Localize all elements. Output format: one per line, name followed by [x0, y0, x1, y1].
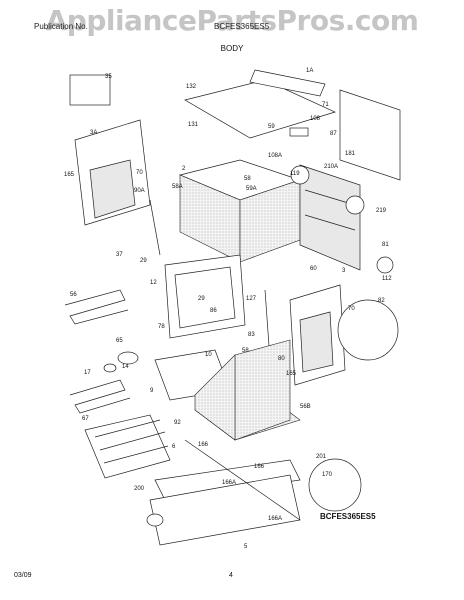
page-number: 4	[229, 572, 233, 579]
callout: 70	[136, 170, 143, 176]
section-title: BODY	[220, 44, 244, 53]
side-panels	[74, 119, 346, 386]
drawer-frame	[149, 439, 301, 546]
small-parts	[69, 74, 309, 527]
callout: 70	[348, 306, 355, 312]
rear-panel	[299, 89, 401, 271]
callout-labels: 1A 132 71 131 59 108 87 3A 35 181 2 108A…	[64, 68, 392, 550]
callout: 132	[186, 84, 197, 90]
publication-number: BCFES365ES5	[214, 22, 270, 31]
callout: 83	[248, 332, 255, 338]
footer-date: 03/09	[14, 572, 32, 579]
callout: 81	[382, 242, 389, 248]
callout: 108A	[268, 153, 282, 159]
callout: 56B	[300, 404, 311, 410]
callout: 67	[82, 416, 89, 422]
callout: 5	[244, 544, 248, 550]
callout: 6	[172, 444, 176, 450]
callout: 200	[134, 486, 145, 492]
callout: 78	[158, 324, 165, 330]
callout: 29	[140, 258, 147, 264]
callout: 12	[150, 280, 157, 286]
watermark: AppliancePartsPros.com	[45, 4, 419, 37]
top-panel	[184, 69, 336, 139]
callout: 166	[198, 442, 209, 448]
callout: 201	[316, 454, 327, 460]
callout: 181	[345, 151, 356, 157]
callout: 1A	[306, 68, 313, 74]
publication-label: Publication No.	[34, 22, 88, 31]
callout: 60	[310, 266, 317, 272]
callout: 3	[342, 268, 346, 274]
oven-body-lower	[194, 339, 301, 441]
callout: 87	[330, 131, 337, 137]
callout: 210A	[324, 164, 338, 170]
callout: 59	[268, 124, 275, 130]
callout: 86	[210, 308, 217, 314]
callout: 82	[378, 298, 385, 304]
callout: 80	[278, 356, 285, 362]
callout: 58A	[172, 184, 183, 190]
callout: 166	[254, 464, 265, 470]
callout: 37	[116, 252, 123, 258]
callout: 56	[70, 292, 77, 298]
callout: 10	[205, 352, 212, 358]
callout: 165	[286, 371, 297, 377]
callout: 17	[84, 370, 91, 376]
callout: 166A	[268, 516, 282, 522]
callout: 58	[242, 348, 249, 354]
callout: 219	[376, 208, 387, 214]
oven-cavity	[149, 199, 271, 361]
detail-inset	[290, 165, 399, 512]
callout: 108	[310, 116, 321, 122]
callout: 119	[290, 171, 300, 177]
callout: 3A	[90, 130, 97, 136]
callout: 165	[64, 172, 75, 178]
callout: 14	[122, 364, 129, 370]
callout: 127	[246, 296, 257, 302]
callout: 166A	[222, 480, 236, 486]
callout: 90A	[134, 188, 145, 194]
callout: 58	[244, 176, 251, 182]
oven-body-upper	[178, 159, 302, 263]
callout: 2	[182, 166, 186, 172]
bake-element	[64, 289, 131, 414]
callout: 71	[322, 102, 329, 108]
callout: 59A	[246, 186, 257, 192]
callout: 170	[322, 472, 333, 478]
callout: 9	[150, 388, 154, 394]
callout: 29	[198, 296, 205, 302]
callout: 112	[382, 276, 392, 282]
callout: 131	[188, 122, 199, 128]
callout: 35	[105, 74, 112, 80]
callout: 92	[174, 420, 181, 426]
model-code-label: BCFES365ES5	[320, 512, 376, 521]
callout: 65	[116, 338, 123, 344]
